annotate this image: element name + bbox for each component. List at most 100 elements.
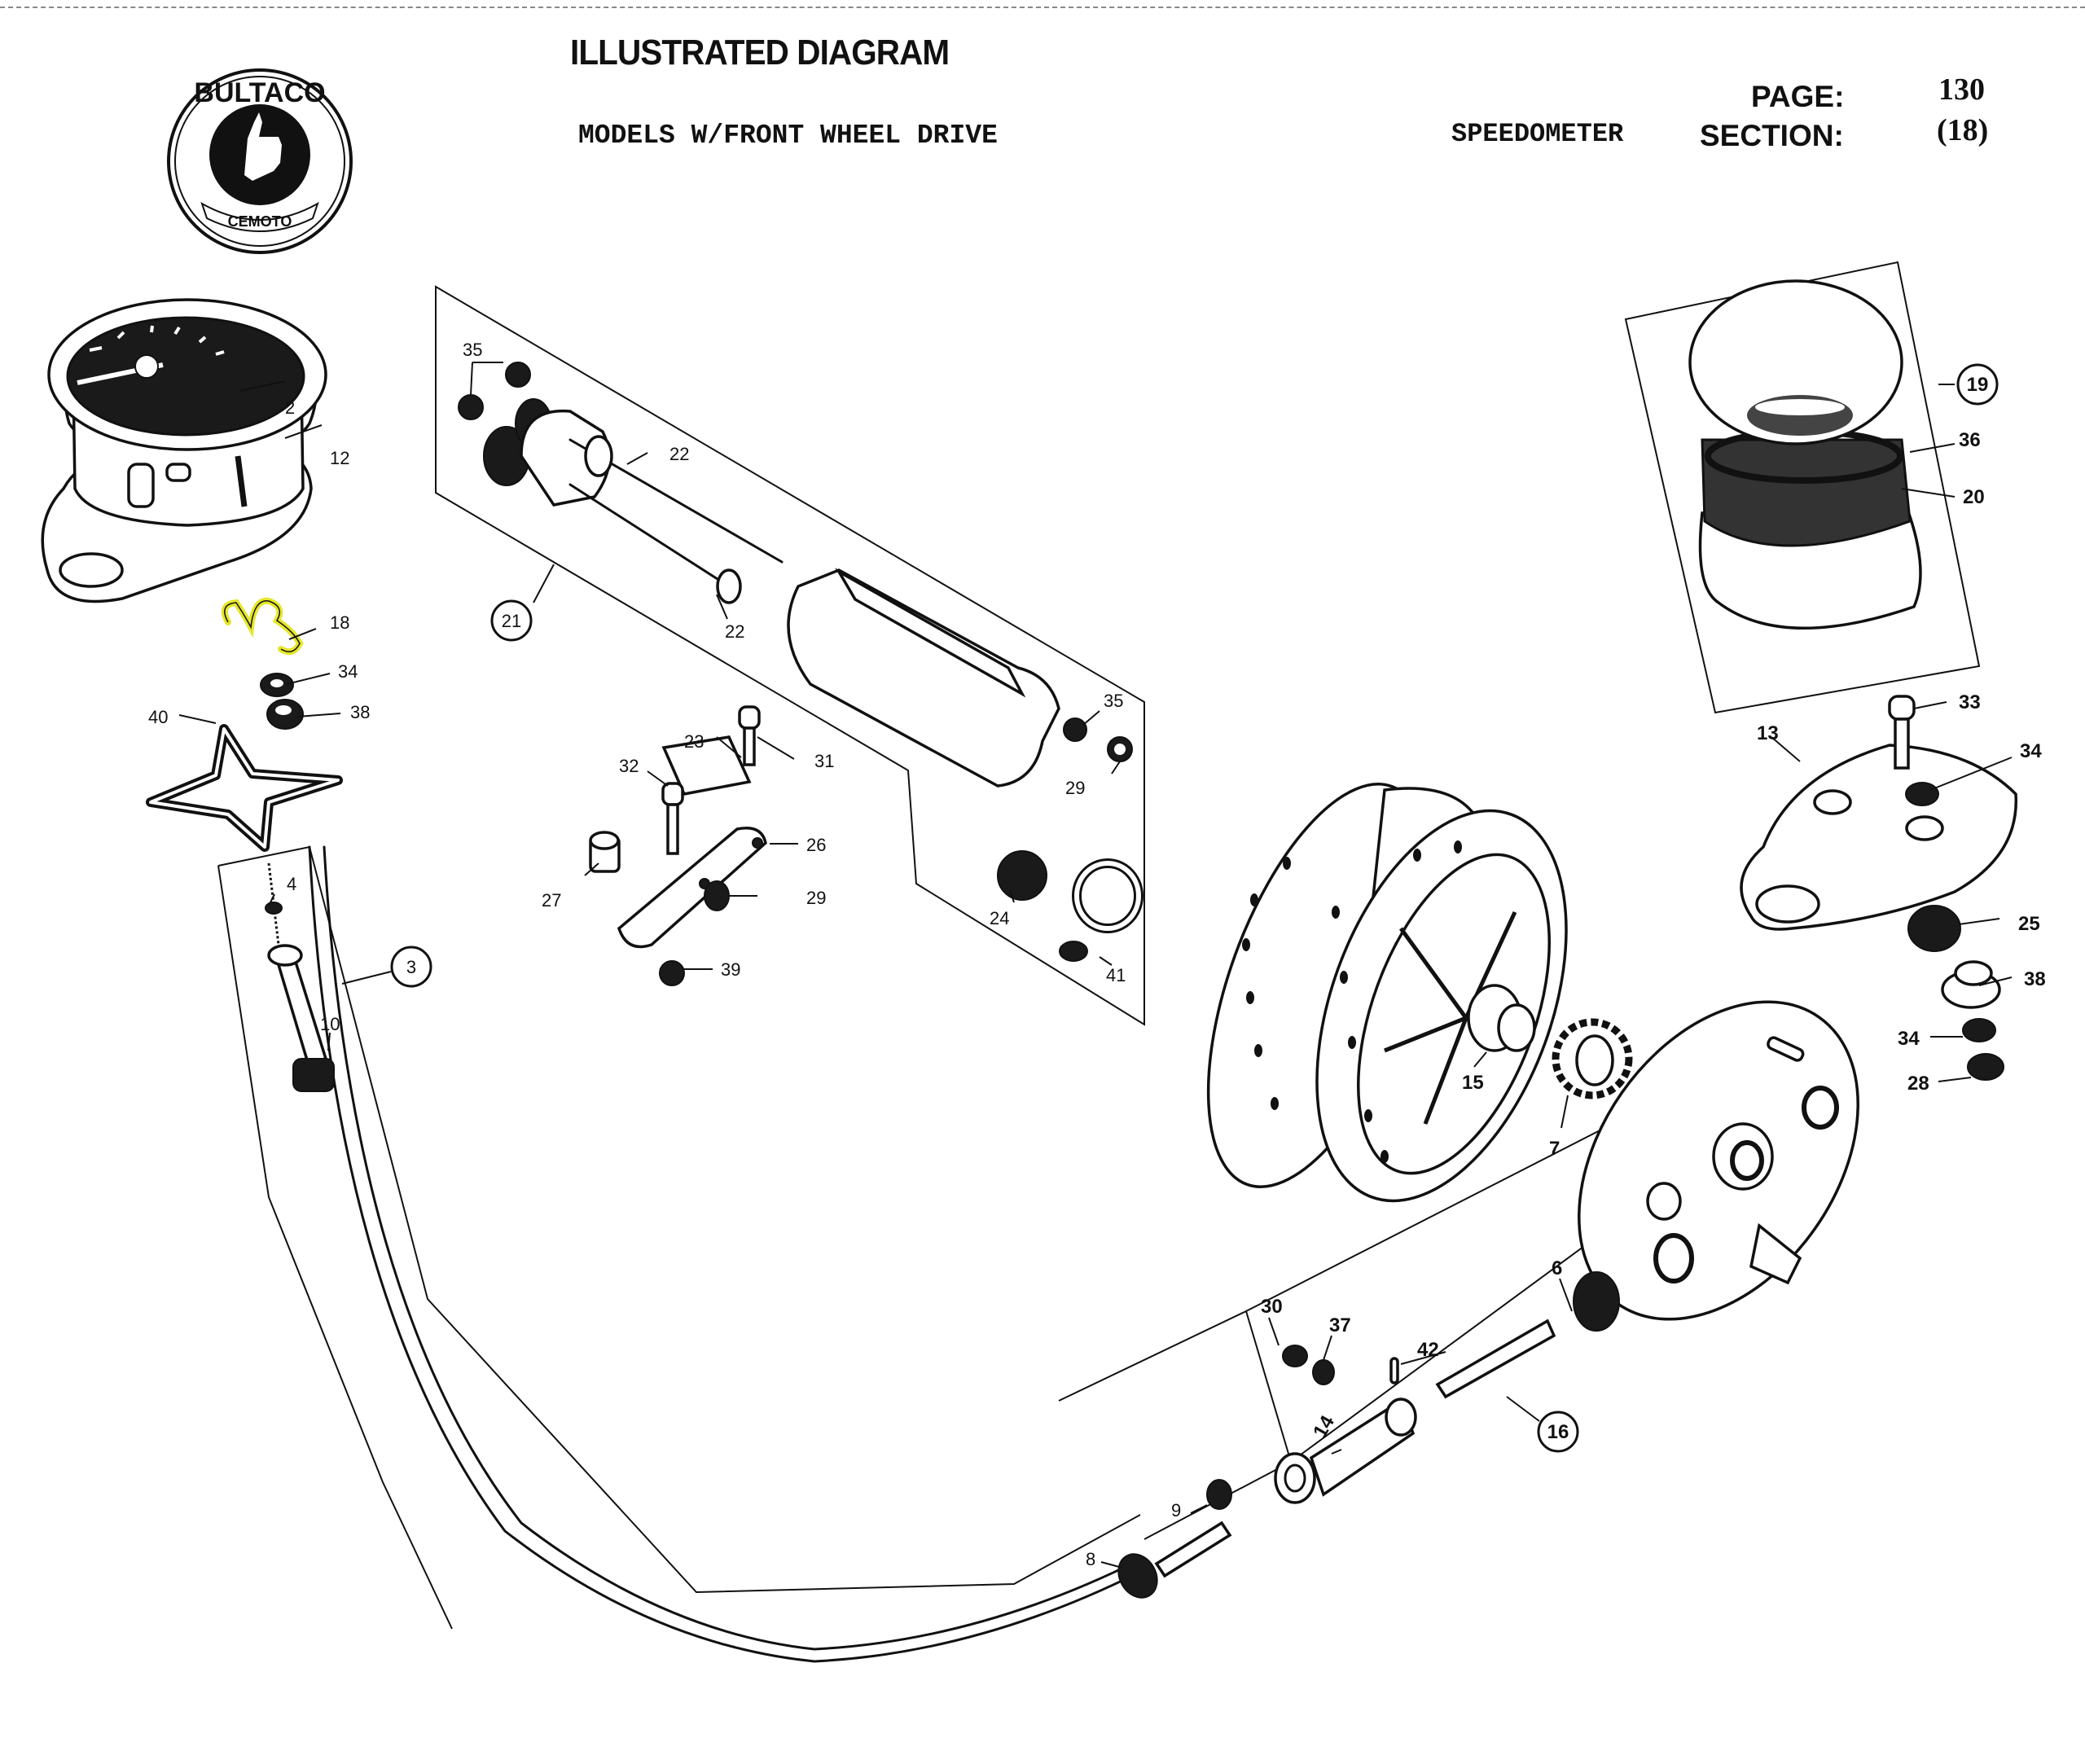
callout-42: 42	[1417, 1339, 1439, 1361]
callout-41: 41	[1106, 965, 1126, 985]
callout-22: 22	[669, 444, 689, 464]
part-plate-23[interactable]	[661, 735, 752, 796]
callout-34: 34	[338, 661, 358, 682]
part-bushing-38b[interactable]	[1941, 960, 2001, 1009]
callout-9: 9	[1171, 1500, 1181, 1520]
callout-35: 35	[463, 340, 482, 360]
callout-32: 32	[619, 756, 639, 776]
leader-lines	[178, 362, 2013, 1569]
callout-21-circle: 21	[490, 599, 533, 642]
part-circlip-15[interactable]	[1497, 1003, 1536, 1052]
callout-29: 29	[806, 888, 826, 908]
callout-40: 40	[148, 707, 168, 727]
callout-16-circle: 16	[1537, 1411, 1579, 1453]
part-washer-34b[interactable]	[1905, 782, 1939, 806]
part-odometer-drum[interactable]	[787, 568, 1133, 788]
part-grommet-25[interactable]	[1907, 905, 1961, 952]
callout-33: 33	[1959, 691, 1981, 713]
part-gear-35b[interactable]	[1063, 717, 1087, 742]
page-subtitle: MODELS W/FRONT WHEEL DRIVE	[578, 121, 998, 151]
page-title: ILLUSTRATED DIAGRAM	[570, 33, 950, 72]
part-spacer-27[interactable]	[589, 831, 621, 873]
odometer-assembly-panel	[435, 285, 1145, 1026]
callout-34: 34	[2020, 740, 2042, 762]
part-knurled-nut-8[interactable]	[1111, 1520, 1232, 1604]
callout-26: 26	[806, 835, 826, 855]
part-clamp-41[interactable]	[1059, 858, 1143, 962]
callout-3-circle: 3	[390, 946, 432, 988]
speedometer-dial	[66, 316, 305, 437]
part-drive-housing-14[interactable]	[1274, 1398, 1417, 1504]
callout-39: 39	[721, 959, 740, 980]
page-label: PAGE:	[1751, 80, 1845, 113]
part-bolt-32[interactable]	[661, 782, 684, 855]
part-odometer-gears[interactable]	[458, 362, 784, 604]
callout-2: 2	[285, 397, 295, 418]
callout-15: 15	[1462, 1072, 1484, 1094]
callout-35: 35	[1104, 691, 1123, 711]
logo-brand-text: BULTACO	[194, 77, 325, 108]
callout-27: 27	[542, 890, 561, 911]
page-number: 130	[1938, 72, 1985, 107]
callout-24: 24	[990, 908, 1009, 928]
part-pin-42[interactable]	[1389, 1357, 1399, 1384]
part-knurled-29b[interactable]	[704, 880, 730, 911]
bultaco-logo: BULTACO CEMOTO	[167, 68, 353, 254]
part-nut-39[interactable]	[659, 960, 685, 986]
part-cup-assembly[interactable]	[1688, 279, 1922, 630]
callout-13: 13	[1757, 722, 1779, 744]
callout-31: 31	[814, 751, 834, 771]
part-bolt-33[interactable]	[1888, 695, 1916, 770]
part-bracket-plate-13[interactable]	[1740, 744, 2018, 931]
callout-34: 34	[1898, 1028, 1920, 1050]
part-front-wheel-hub[interactable]	[1163, 756, 1615, 1235]
section-number: (18)	[1937, 113, 1989, 147]
callout-12: 12	[330, 448, 349, 468]
part-drive-gear-7[interactable]	[1552, 1018, 1633, 1099]
callout-25: 25	[2018, 913, 2040, 935]
callout-28: 28	[1907, 1073, 1929, 1095]
callout-38: 38	[350, 702, 370, 722]
part-cable-ferrule-10[interactable]	[267, 944, 335, 1092]
callout-18: 18	[330, 612, 349, 633]
thumbs-up-icon	[244, 112, 282, 181]
callout-20: 20	[1963, 486, 1985, 508]
part-screw-30[interactable]	[1282, 1345, 1308, 1367]
callout-23: 23	[684, 731, 704, 752]
callout-labels: 2 12 18 34 38 40 4 10 3 21 35 22 22 35 2…	[148, 340, 2046, 1569]
section-name: SPEEDOMETER	[1451, 119, 1624, 149]
logo-ribbon-text: CEMOTO	[228, 213, 292, 230]
part-brake-backing-plate[interactable]	[1521, 950, 1916, 1372]
callout-36: 36	[1959, 429, 1981, 451]
part-bolt-31[interactable]	[738, 705, 761, 766]
part-speedometer-head[interactable]	[41, 298, 327, 603]
svg-text:19: 19	[1967, 374, 1989, 396]
callout-10: 10	[320, 1014, 340, 1034]
part-washer-4[interactable]	[265, 902, 283, 915]
callout-7: 7	[1549, 1138, 1560, 1160]
svg-text:3: 3	[406, 957, 416, 977]
part-nut-37[interactable]	[1312, 1359, 1335, 1385]
callout-29: 29	[1065, 778, 1085, 798]
part-nut-38[interactable]	[266, 699, 304, 730]
callout-38: 38	[2024, 968, 2046, 990]
part-nut-28[interactable]	[1967, 1053, 2004, 1081]
callout-8: 8	[1086, 1549, 1095, 1569]
part-retaining-clip-highlighted[interactable]	[221, 597, 304, 656]
part-bracket-26[interactable]	[617, 827, 767, 949]
callout-30: 30	[1261, 1296, 1283, 1318]
callout-6: 6	[1552, 1257, 1562, 1279]
callout-19-circle: 19	[1956, 363, 1999, 406]
svg-text:16: 16	[1547, 1421, 1569, 1443]
part-bearing-24[interactable]	[997, 850, 1047, 901]
section-label: SECTION:	[1700, 119, 1844, 152]
callout-4: 4	[287, 874, 296, 894]
part-washer-34[interactable]	[260, 673, 294, 697]
callout-22: 22	[725, 621, 744, 642]
part-washer-34c[interactable]	[1962, 1018, 1996, 1042]
scan-edge-line	[0, 7, 2085, 8]
part-drive-shaft-6[interactable]	[1435, 1271, 1620, 1399]
callout-37: 37	[1329, 1314, 1351, 1336]
part-washer-9[interactable]	[1206, 1479, 1232, 1510]
